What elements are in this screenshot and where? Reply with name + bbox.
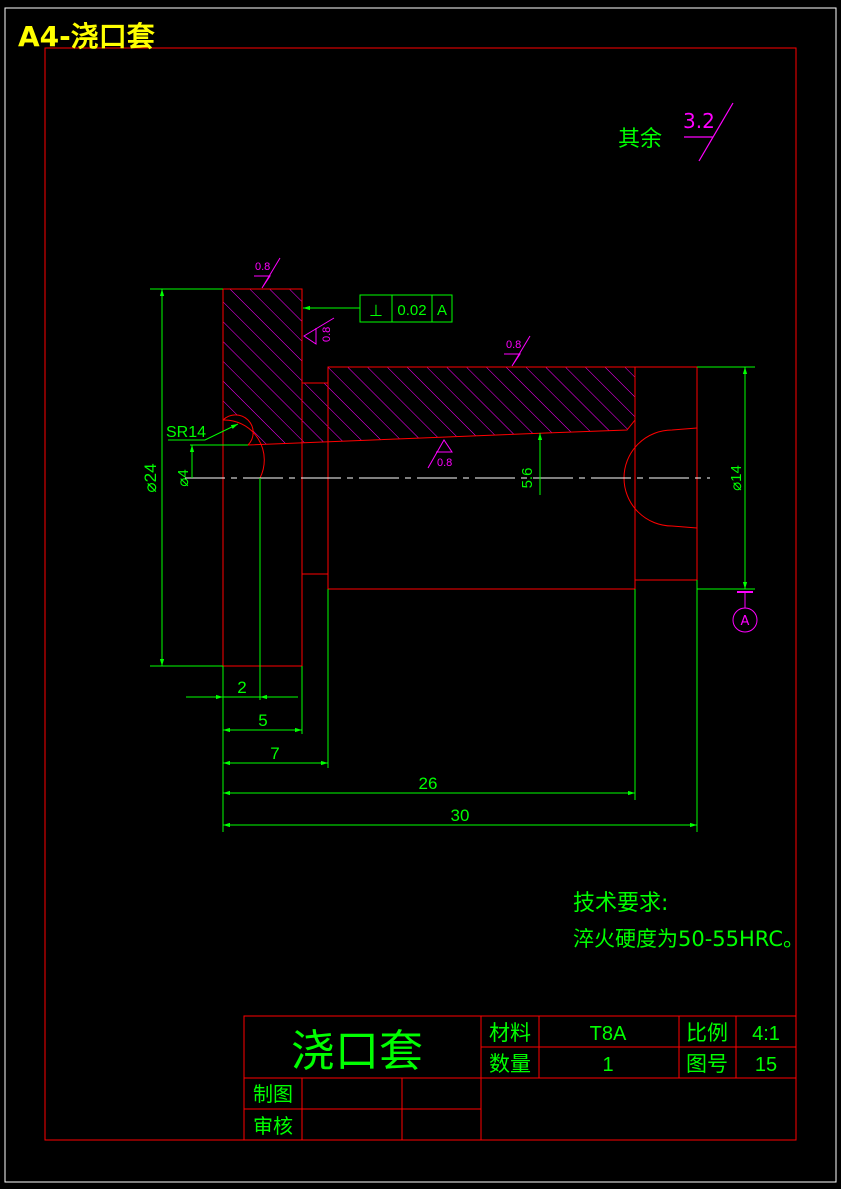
drawn-label: 制图	[253, 1082, 293, 1106]
dim-sr14: SR14	[166, 424, 206, 441]
tolerance-symbol: ⊥	[369, 301, 383, 320]
dim-7: 7	[270, 744, 279, 763]
section-hatch	[222, 288, 636, 446]
roughness-bore-symbol	[427, 439, 453, 469]
datum-label: A	[741, 614, 750, 629]
title-block	[243, 1015, 797, 1141]
roughness-general-prefix: 其余	[618, 127, 662, 152]
dimension-lines	[150, 288, 755, 832]
dim-26: 26	[419, 774, 438, 793]
dim-d14: ⌀14	[728, 465, 745, 491]
title-block-texts: 浇口套 材料 T8A 比例 4:1 数量 1 图号 15 制图 审核	[253, 1021, 780, 1138]
dim-2: 2	[237, 678, 246, 697]
dim-30: 30	[451, 806, 470, 825]
roughness-top-face: 0.8	[255, 261, 270, 273]
dim-5: 5	[258, 711, 267, 730]
roughness-top-face-symbol	[254, 257, 281, 289]
tolerance-value: 0.02	[397, 302, 426, 319]
roughness-top-surface-symbol	[504, 335, 531, 367]
notes-heading: 技术要求:	[573, 891, 668, 916]
roughness-bore: 0.8	[437, 457, 452, 469]
qty-value: 1	[602, 1054, 613, 1076]
material-value: T8A	[590, 1023, 627, 1045]
roughness-general-symbol	[684, 102, 734, 162]
tolerance-datum: A	[437, 302, 447, 319]
dim-taper: 5.6	[519, 468, 536, 489]
dim-d4: ⌀4	[175, 469, 192, 486]
roughness-marks	[254, 257, 531, 469]
part-name: 浇口套	[291, 1026, 423, 1077]
scale-label: 比例	[686, 1021, 728, 1045]
dim-d24: ⌀24	[141, 463, 160, 492]
roughness-general-value: 3.2	[683, 109, 715, 133]
checked-label: 审核	[253, 1114, 293, 1138]
outer-border	[4, 7, 837, 1183]
tolerance-frame: ⊥ 0.02 A	[303, 294, 453, 323]
drawing-no-value: 15	[755, 1054, 777, 1076]
inner-frame	[44, 47, 797, 1141]
dimension-texts: ⌀24 ⌀4 SR14 ⌀14 5.6 2 5 7 26 30	[141, 424, 745, 825]
roughness-step-face-symbol	[303, 317, 335, 345]
datum-marker: A	[732, 591, 758, 633]
roughness-mark-texts: 0.8 0.8 0.8 0.8	[255, 261, 521, 469]
material-label: 材料	[489, 1021, 531, 1045]
roughness-step-face: 0.8	[321, 327, 333, 342]
sheet-title: A4-浇口套	[18, 20, 156, 53]
roughness-top-surface: 0.8	[506, 339, 521, 351]
drawing-no-label: 图号	[686, 1052, 728, 1076]
general-roughness: 其余 3.2	[618, 102, 734, 162]
notes-line1: 淬火硬度为50-55HRC。	[573, 927, 804, 951]
scale-value: 4:1	[752, 1023, 780, 1045]
qty-label: 数量	[489, 1052, 531, 1076]
